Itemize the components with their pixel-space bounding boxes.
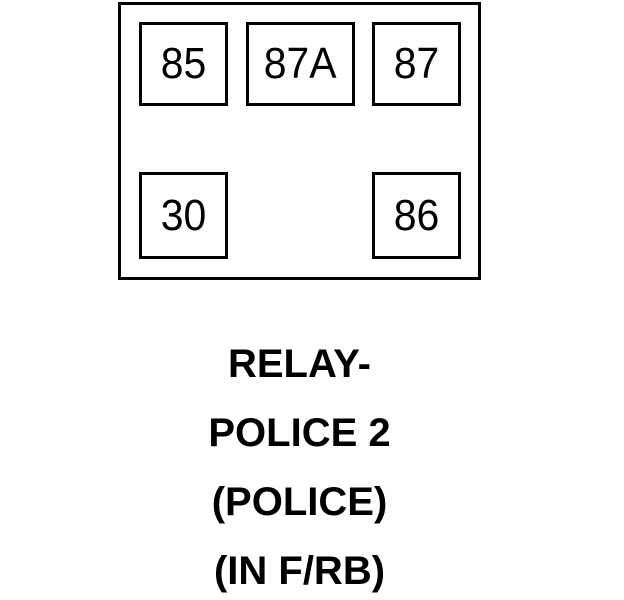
pin-label-86: 86 <box>393 190 440 240</box>
pin-box-87a: 87A <box>246 22 355 106</box>
caption-line-1: RELAY- <box>227 342 371 386</box>
caption-line-3: (POLICE) <box>211 480 388 524</box>
caption-line-2: POLICE 2 <box>208 411 391 455</box>
pin-box-87: 87 <box>372 22 461 106</box>
pin-box-30: 30 <box>139 172 228 259</box>
relay-body-outline: 85 87A 87 30 86 <box>118 2 481 280</box>
relay-caption: RELAY- POLICE 2 (POLICE) (IN F/RB) <box>118 330 481 600</box>
pin-label-87: 87 <box>393 39 440 88</box>
pin-label-87a: 87A <box>264 39 337 88</box>
pin-box-85: 85 <box>139 22 228 106</box>
pin-box-86: 86 <box>372 172 461 259</box>
pin-label-30: 30 <box>160 190 207 240</box>
pin-label-85: 85 <box>160 39 207 88</box>
caption-line-4: (IN F/RB) <box>213 549 386 593</box>
